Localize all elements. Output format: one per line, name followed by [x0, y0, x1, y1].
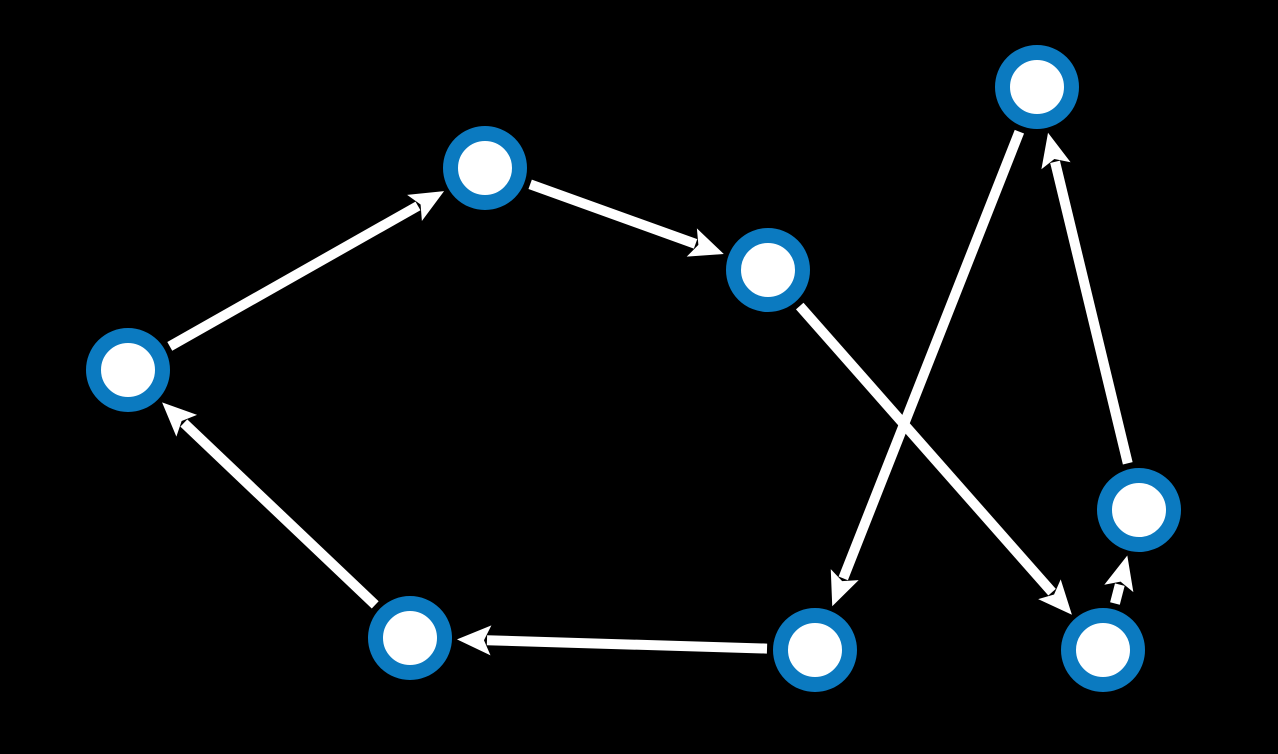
edge-top-to-mid-upper[interactable] [528, 179, 724, 257]
edge-left-to-top-shaft [167, 201, 421, 351]
edge-mid-upper-to-bottom-right-arrowhead-icon [1038, 579, 1072, 615]
edge-left-to-top-arrowhead-icon [407, 191, 445, 221]
edge-top-to-mid-upper-shaft [528, 179, 698, 249]
node-bottom-right-circle[interactable] [1061, 608, 1145, 692]
node-top-circle[interactable] [443, 126, 527, 210]
edge-right-middle-to-top-right-arrowhead-icon [1041, 132, 1071, 170]
node-bottom-right[interactable] [1061, 608, 1145, 692]
edge-mid-upper-to-bottom-right-shaft [795, 302, 1056, 596]
edge-bottom-center-to-bottom-left[interactable] [456, 625, 768, 656]
edge-bottom-center-to-bottom-left-shaft [486, 635, 768, 654]
edge-mid-upper-to-bottom-right[interactable] [795, 302, 1072, 615]
node-left[interactable] [86, 328, 170, 412]
node-right-middle-circle[interactable] [1097, 468, 1181, 552]
edge-left-to-top[interactable] [167, 191, 445, 351]
edges-layer [162, 129, 1134, 656]
edge-bottom-right-to-right-middle[interactable] [1104, 555, 1134, 605]
edge-top-right-to-bottom-center[interactable] [830, 129, 1025, 607]
edge-bottom-left-to-left[interactable] [162, 402, 379, 609]
node-top-right-circle[interactable] [995, 45, 1079, 129]
node-top[interactable] [443, 126, 527, 210]
node-left-circle[interactable] [86, 328, 170, 412]
node-mid-upper[interactable] [726, 228, 810, 312]
edge-top-right-to-bottom-center-arrowhead-icon [830, 569, 859, 607]
node-bottom-left[interactable] [368, 596, 452, 680]
edge-bottom-center-to-bottom-left-arrowhead-icon [456, 625, 492, 656]
edge-right-middle-to-top-right[interactable] [1041, 132, 1133, 465]
node-bottom-left-circle[interactable] [368, 596, 452, 680]
node-mid-upper-circle[interactable] [726, 228, 810, 312]
node-right-middle[interactable] [1097, 468, 1181, 552]
edge-bottom-right-to-right-middle-shaft [1110, 583, 1125, 605]
edge-bottom-right-to-right-middle-arrowhead-icon [1104, 555, 1134, 593]
node-bottom-center[interactable] [773, 608, 857, 692]
nodes-layer [86, 45, 1181, 692]
node-top-right[interactable] [995, 45, 1079, 129]
edge-right-middle-to-top-right-shaft [1050, 160, 1133, 465]
edge-top-right-to-bottom-center-shaft [838, 129, 1025, 581]
edge-bottom-left-to-left-shaft [180, 419, 379, 609]
edge-top-to-mid-upper-arrowhead-icon [686, 228, 724, 257]
edge-bottom-left-to-left-arrowhead-icon [162, 402, 198, 437]
node-bottom-center-circle[interactable] [773, 608, 857, 692]
